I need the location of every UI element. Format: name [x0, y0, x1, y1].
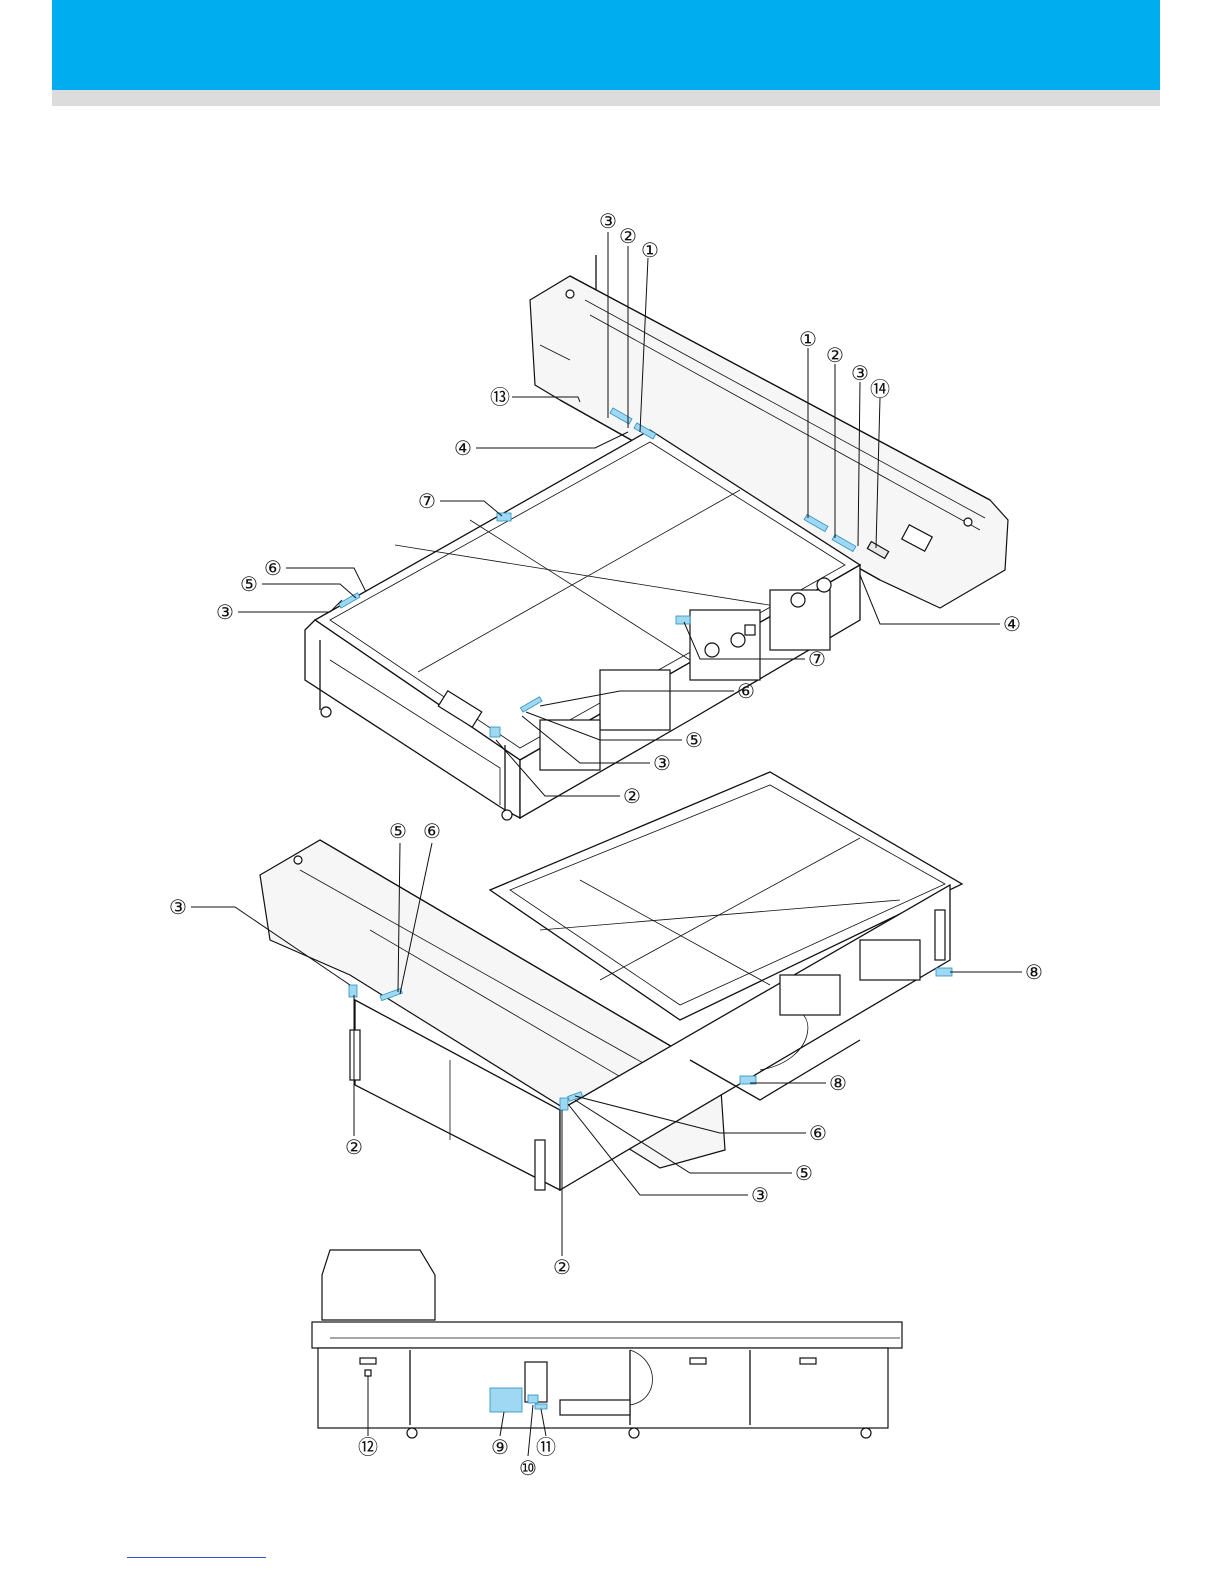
- callout-1: ①: [641, 238, 659, 262]
- callout-3: ③: [851, 361, 869, 385]
- callout-7: ⑦: [418, 489, 436, 513]
- callout-1: ①: [799, 327, 817, 351]
- callout-2: ②: [826, 343, 844, 367]
- callout-9: ⑨: [491, 1435, 509, 1459]
- callout-11: ⑪: [536, 1435, 556, 1459]
- callout-8: ⑧: [829, 1071, 847, 1095]
- callout-7: ⑦: [808, 647, 826, 671]
- callout-5: ⑤: [240, 572, 258, 596]
- callout-12: ⑫: [358, 1435, 378, 1459]
- callout-3: ③: [169, 895, 187, 919]
- view-side-elevation: [312, 1250, 902, 1438]
- callout-2: ②: [619, 224, 637, 248]
- view-front-perspective: [305, 255, 1008, 820]
- callout-14: ⑭: [870, 377, 890, 401]
- callout-5: ⑤: [685, 728, 703, 752]
- callout-4: ④: [1003, 612, 1021, 636]
- callout-5: ⑤: [795, 1161, 813, 1185]
- callout-2: ②: [345, 1135, 363, 1159]
- callout-6: ⑥: [809, 1121, 827, 1145]
- callout-3: ③: [653, 751, 671, 775]
- callout-6: ⑥: [264, 556, 282, 580]
- callout-6: ⑥: [737, 679, 755, 703]
- callout-13: ⑬: [490, 385, 510, 409]
- callout-10: ⑩: [519, 1456, 537, 1480]
- callout-8: ⑧: [1025, 960, 1043, 984]
- callout-3: ③: [216, 600, 234, 624]
- callout-4: ④: [454, 436, 472, 460]
- callout-3: ③: [599, 209, 617, 233]
- callout-3: ③: [751, 1183, 769, 1207]
- callout-2: ②: [623, 784, 641, 808]
- view-rear-perspective: [260, 772, 962, 1190]
- callout-5: ⑤: [389, 819, 407, 843]
- callout-2: ②: [553, 1255, 571, 1279]
- callout-6: ⑥: [423, 819, 441, 843]
- footer-link-underline: [127, 1557, 266, 1558]
